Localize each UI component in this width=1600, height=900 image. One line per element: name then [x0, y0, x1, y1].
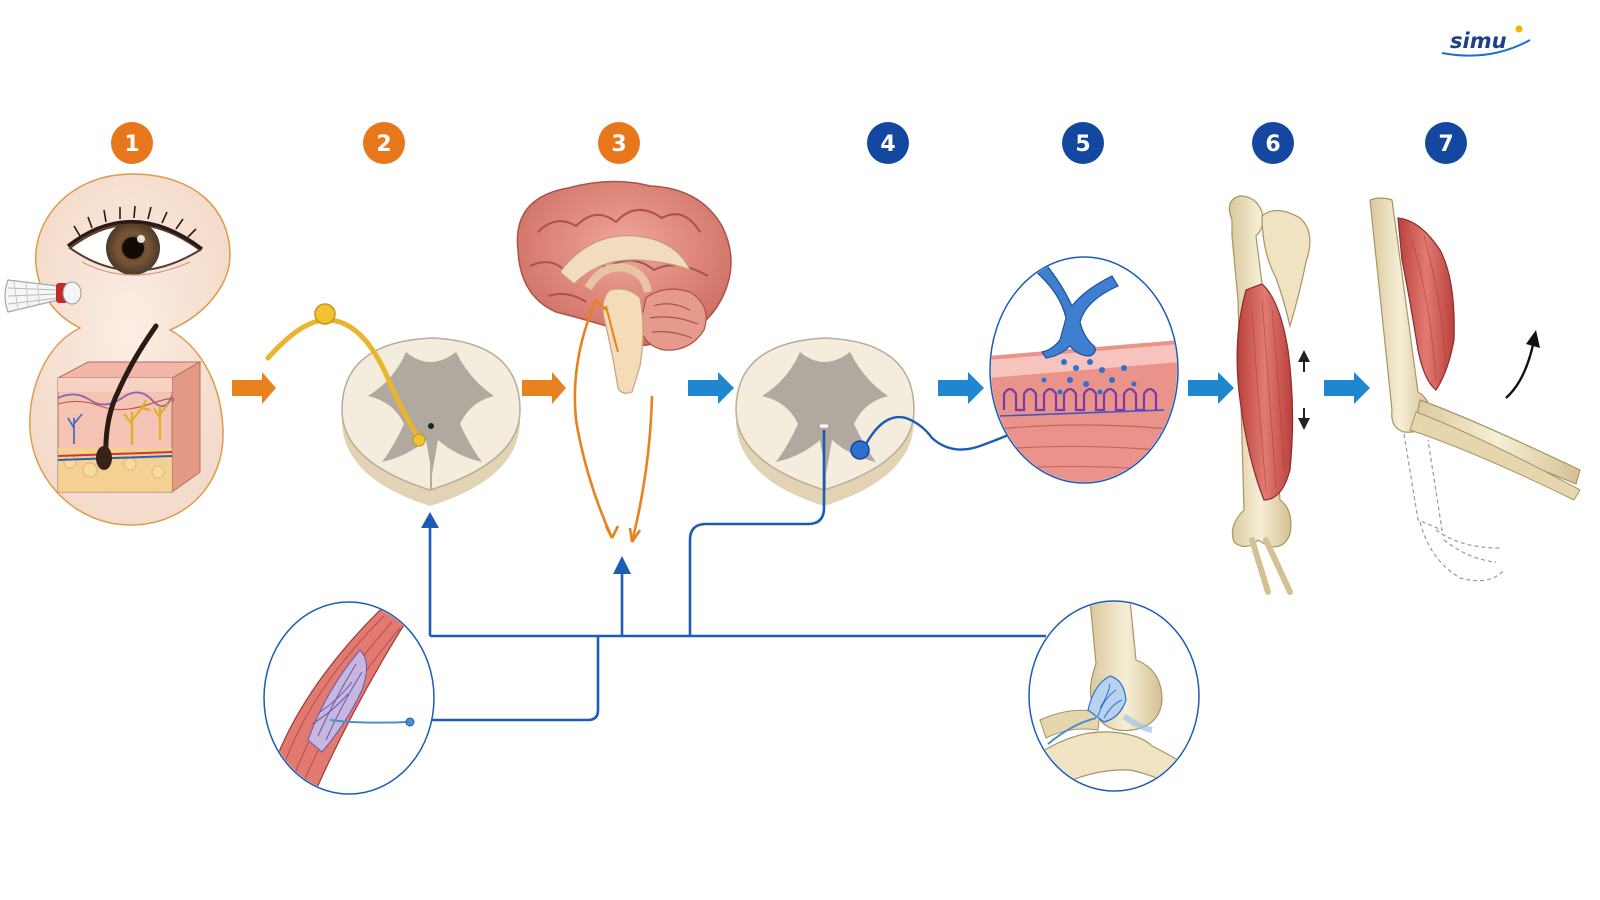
step-number-3: 3: [611, 132, 626, 157]
arrow-3-4-icon: [688, 372, 734, 404]
eye-icon: [66, 205, 204, 276]
arrow-4-5-icon: [938, 372, 984, 404]
arrow-6-7-icon: [1324, 372, 1370, 404]
step-number-4: 4: [880, 132, 895, 157]
step-number-6: 6: [1265, 132, 1280, 157]
arrow-1-2-icon: [232, 372, 276, 404]
motor-neuron-icon: [850, 440, 870, 460]
step-2-spinal-cord: [265, 303, 521, 506]
step-number-2: 2: [376, 132, 391, 157]
step-5-neuromuscular-junction: [989, 256, 1179, 484]
skin-receptor-icon: [57, 323, 202, 493]
logo-text: simu: [1450, 29, 1507, 53]
step-6-muscle-contraction: [1228, 195, 1311, 595]
step-1-stimulus: [4, 173, 231, 526]
joint-receptor-icon: [1028, 600, 1200, 792]
feedback-arrow-brain-icon: [613, 556, 631, 574]
step-number-7: 7: [1438, 132, 1453, 157]
feedback-pathway: [416, 430, 1046, 722]
step-badge-4: 4: [867, 122, 909, 164]
brand-logo: simu: [1441, 25, 1531, 57]
step-badge-6: 6: [1252, 122, 1294, 164]
step-4-spinal-cord: [735, 337, 1021, 506]
step-badge-3: 3: [598, 122, 640, 164]
step-number-5: 5: [1075, 132, 1090, 157]
logo-dot-icon: [1515, 25, 1523, 33]
feedback-arrow-spinal-icon: [421, 512, 439, 528]
step-badge-5: 5: [1062, 122, 1104, 164]
logo-swoosh-icon: [1441, 39, 1531, 57]
step-number-1: 1: [124, 132, 139, 157]
sensory-ganglion-icon: [314, 303, 336, 325]
arrow-2-3-icon: [522, 372, 566, 404]
step-3-brain: [516, 180, 732, 543]
step-badges: 1 2 3 4 5 6 7: [111, 122, 1467, 164]
step-badge-2: 2: [363, 122, 405, 164]
step-badge-1: 1: [111, 122, 153, 164]
step-7-forearm-movement: [1369, 197, 1581, 582]
shuttlecock-icon: [4, 279, 82, 313]
arrow-5-6-icon: [1188, 372, 1234, 404]
step-badge-7: 7: [1425, 122, 1467, 164]
pathway-arrows: [232, 372, 1370, 404]
muscle-spindle-icon: [263, 601, 435, 795]
